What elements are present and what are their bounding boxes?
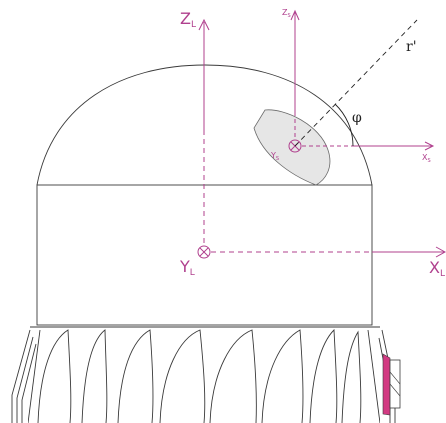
label-ray: r' [406,39,417,55]
finned-base [28,328,380,423]
sensor-plate [253,109,331,186]
connector-block [382,353,401,416]
yl-origin-marker [197,245,211,259]
label-xs: XS [422,153,431,164]
dome-outline [36,64,373,186]
label-angle: φ [352,110,362,126]
angle-arc-phi [334,103,354,147]
label-zs: ZS [282,8,291,19]
zl-arrowhead [198,18,210,31]
label-zl: ZL [180,9,196,30]
label-yl: YL [179,257,195,278]
label-ys: YS [270,151,279,162]
ray-r-prime [294,19,418,147]
label-xl: XL [429,258,445,279]
xl-arrowhead [435,246,446,258]
zs-arrowhead [290,9,300,21]
left-outer-fins [11,329,37,423]
xs-arrowhead [424,141,435,151]
